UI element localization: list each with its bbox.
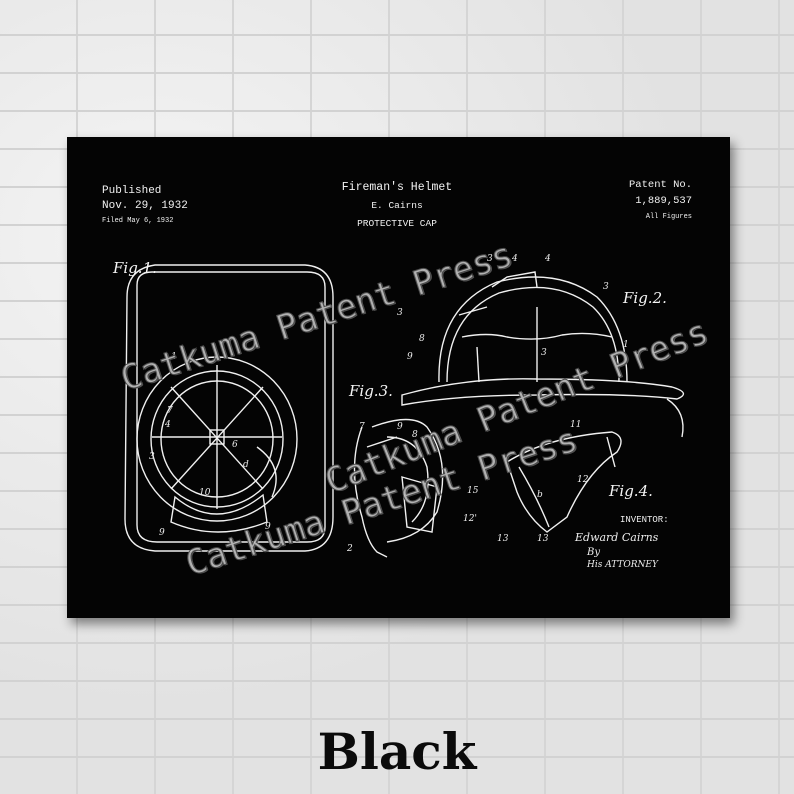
svg-text:3: 3 <box>603 282 609 292</box>
fig1-helmet-top-view <box>124 264 334 552</box>
patent-number: 1,889,537 <box>635 195 692 207</box>
svg-text:3: 3 <box>487 254 493 264</box>
svg-text:1: 1 <box>623 340 629 350</box>
svg-text:15: 15 <box>467 486 479 496</box>
attorney-by: By <box>587 547 600 558</box>
svg-text:2: 2 <box>346 544 353 554</box>
patent-number-block: Patent No. 1,889,537 All Figures <box>629 177 692 225</box>
figures-note: All Figures <box>645 213 692 221</box>
published-block: Published Nov. 29, 1932 Filed May 6, 193… <box>102 184 188 229</box>
svg-text:11: 11 <box>570 420 581 430</box>
fig2-helmet-side-view <box>401 271 685 438</box>
inventor-signature: Edward Cairns <box>575 531 659 544</box>
svg-text:7: 7 <box>167 406 173 416</box>
svg-text:4: 4 <box>544 254 551 264</box>
published-label: Published <box>102 185 162 197</box>
svg-text:d: d <box>243 460 249 470</box>
color-caption: Black <box>317 722 477 781</box>
inventor-label: INVENTOR: <box>620 515 669 525</box>
patent-subtitle: PROTECTIVE CAP <box>357 218 437 229</box>
patent-title: Fireman's Helmet <box>341 181 453 194</box>
published-date: Nov. 29, 1932 <box>102 200 188 212</box>
svg-text:4: 4 <box>511 254 518 264</box>
fig4-label: Fig.4. <box>609 482 653 500</box>
svg-text:9: 9 <box>265 522 271 532</box>
svg-text:9: 9 <box>407 352 413 362</box>
svg-text:3: 3 <box>397 308 403 318</box>
svg-text:10: 10 <box>199 488 211 498</box>
svg-text:12: 12 <box>577 475 589 485</box>
svg-text:13: 13 <box>537 534 549 544</box>
svg-text:8: 8 <box>419 334 425 344</box>
attorney-label: His ATTORNEY <box>587 560 658 570</box>
fig2-label: Fig.2. <box>623 289 667 307</box>
title-block: Fireman's Helmet E. Cairns PROTECTIVE CA… <box>307 179 487 233</box>
svg-text:13: 13 <box>497 534 509 544</box>
svg-text:9: 9 <box>159 528 165 538</box>
svg-text:3: 3 <box>149 452 155 462</box>
svg-text:1: 1 <box>171 352 177 362</box>
svg-text:7: 7 <box>359 422 365 432</box>
svg-text:b: b <box>537 490 543 500</box>
fig1-label: Fig.1. <box>113 259 157 277</box>
svg-text:4: 4 <box>164 420 171 430</box>
svg-text:3: 3 <box>541 348 547 358</box>
fig4-visor-piece <box>506 431 622 533</box>
filed-date: Filed May 6, 1932 <box>102 217 174 225</box>
svg-text:12': 12' <box>463 514 477 524</box>
fig3-inner-band <box>353 418 444 558</box>
svg-text:8: 8 <box>412 430 418 440</box>
patent-inventor: E. Cairns <box>371 200 423 211</box>
svg-text:9: 9 <box>397 422 403 432</box>
svg-text:6: 6 <box>232 440 238 450</box>
patent-print-canvas: Published Nov. 29, 1932 Filed May 6, 193… <box>67 137 730 618</box>
patent-label: Patent No. <box>628 179 692 191</box>
fig3-label: Fig.3. <box>349 382 393 400</box>
